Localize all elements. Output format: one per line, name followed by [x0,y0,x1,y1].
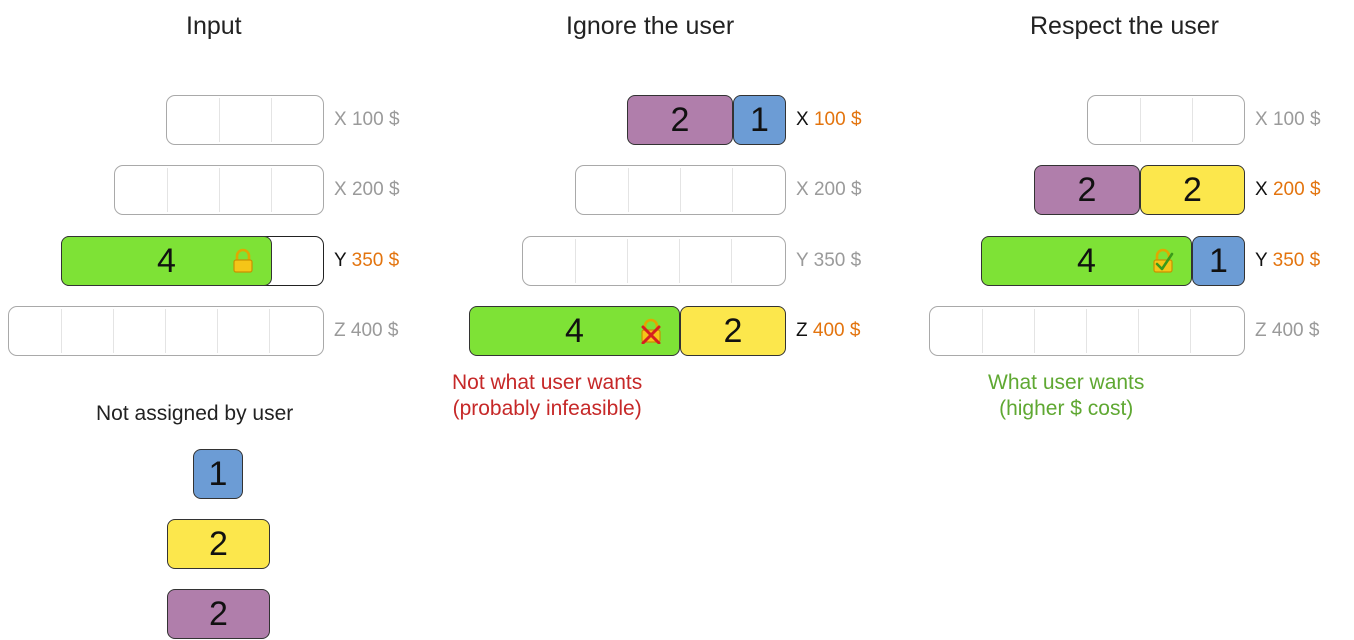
respect-item-1: 1 [1192,236,1245,286]
column-title-respect-the-user: Respect the user [1030,12,1219,40]
respect-label-x200: X 200 $ [1255,179,1321,200]
broken-lock-icon [641,318,661,344]
respect-label-x100: X 100 $ [1255,109,1321,130]
ignore-item-4: 4 [469,306,680,356]
ignore-item-1: 1 [733,95,786,145]
input-locked-item-4: 4 [61,236,272,286]
ignore-label-x100: X 100 $ [796,109,862,130]
ignore-item-2-yellow: 2 [680,306,786,356]
ignore-label-x200: X 200 $ [796,179,862,200]
input-label-x100: X 100 $ [334,109,400,130]
unassigned-item-1: 1 [193,449,243,499]
input-bin-x200 [114,165,324,215]
ignore-bin-y350 [522,236,786,286]
ignore-bin-x200 [575,165,786,215]
input-bin-x100 [166,95,324,145]
column-title-input: Input [186,12,242,40]
respect-outcome-note: What user wants (higher $ cost) [988,371,1145,420]
input-label-z400: Z 400 $ [334,320,399,341]
respect-item-4: 4 [981,236,1192,286]
respect-item-2-purple: 2 [1034,165,1140,215]
respect-item-2-yellow: 2 [1140,165,1245,215]
ignore-item-2-purple: 2 [627,95,733,145]
column-title-ignore-the-user: Ignore the user [566,12,735,40]
unassigned-item-2-purple: 2 [167,589,270,639]
lock-icon [233,248,253,273]
ignore-label-z400: Z 400 $ [796,320,861,341]
checked-lock-icon [1153,248,1174,273]
input-bin-z400 [8,306,324,356]
ignore-outcome-note: Not what user wants (probably infeasible… [452,371,643,420]
ignore-label-y350: Y 350 $ [796,250,862,271]
respect-bin-x100 [1087,95,1245,145]
not-assigned-caption: Not assigned by user [96,402,294,425]
respect-label-z400: Z 400 $ [1255,320,1320,341]
respect-bin-z400 [929,306,1245,356]
unassigned-item-2-yellow: 2 [167,519,270,569]
input-label-x200: X 200 $ [334,179,400,200]
respect-label-y350: Y 350 $ [1255,250,1321,271]
input-label-y350: Y 350 $ [334,250,400,271]
